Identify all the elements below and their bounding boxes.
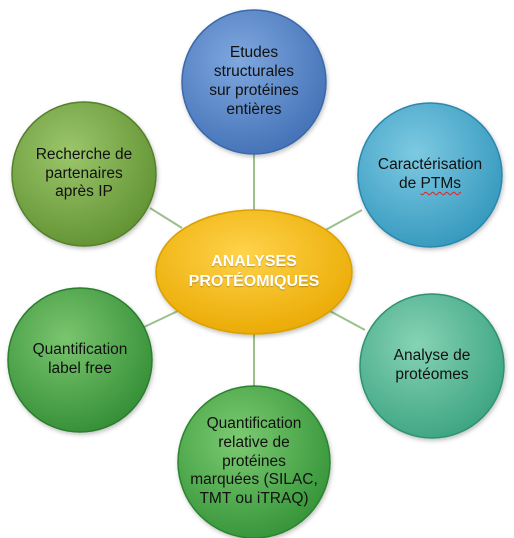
connector-recherche-partenaires (149, 207, 183, 229)
node-quantification-label-free (7, 287, 153, 433)
node-caracterisation-ptms (357, 102, 503, 248)
node-quantification-relative (177, 385, 331, 538)
node-recherche-partenaires (11, 101, 157, 247)
connector-analyse-proteomes (327, 309, 366, 331)
connector-quantification-label-free (141, 309, 181, 329)
node-etudes-structurales (181, 9, 327, 155)
connector-caracterisation-ptms (319, 209, 363, 234)
node-center-analyses-proteomiques (155, 209, 353, 335)
node-analyse-proteomes (359, 293, 505, 439)
connectors (141, 150, 366, 392)
